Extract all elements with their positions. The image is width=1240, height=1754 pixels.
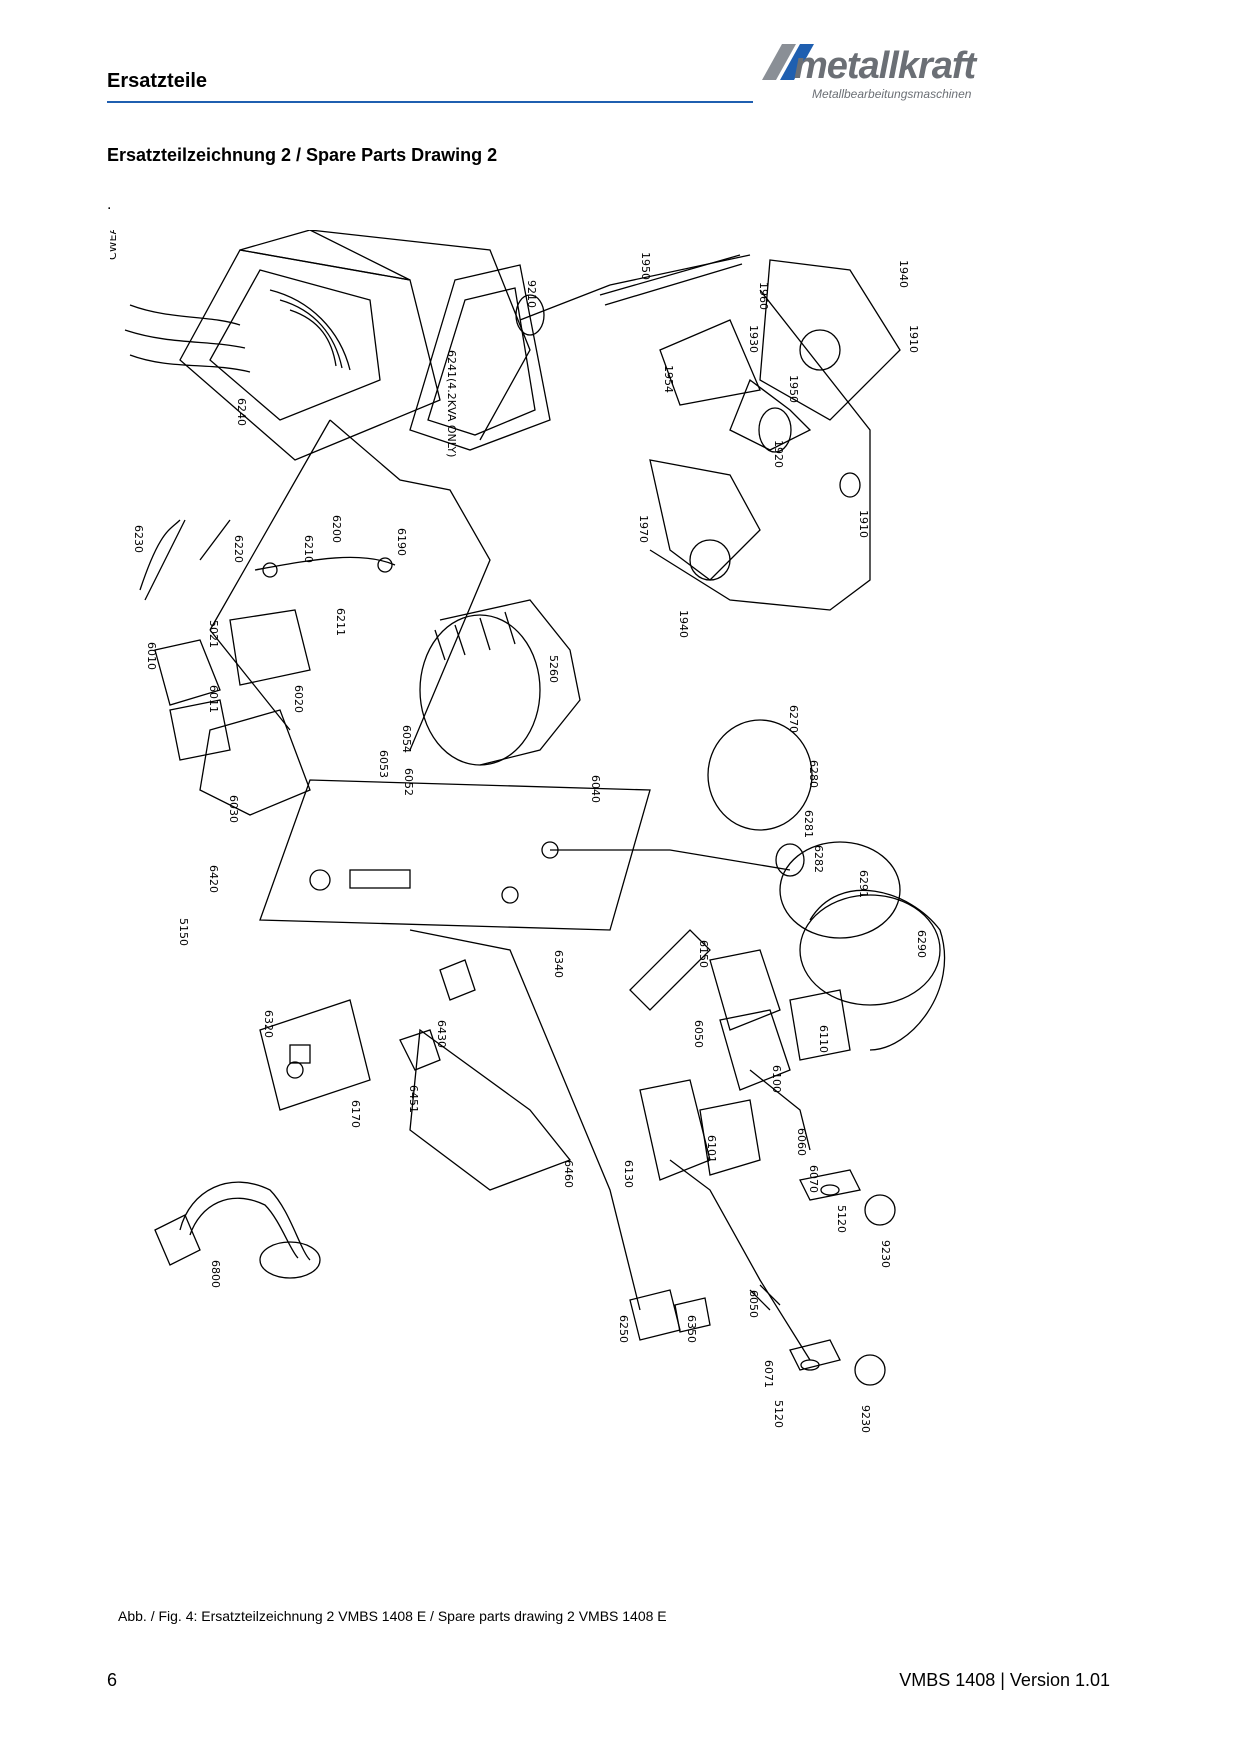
- part-label: 6211: [334, 608, 347, 636]
- part-label: 6060: [795, 1128, 808, 1156]
- svg-text:Metallbearbeitungsmaschinen: Metallbearbeitungsmaschinen: [812, 87, 972, 101]
- part-label: 1930: [747, 325, 760, 353]
- part-label: 6240: [235, 398, 248, 426]
- metallkraft-logo: metallkraft Metallbearbeitungsmaschinen: [762, 44, 979, 101]
- part-label: 6070: [807, 1165, 820, 1193]
- drawing-linework: [124, 230, 946, 1386]
- part-label: 1950: [639, 252, 652, 280]
- part-label: 9230: [859, 1405, 872, 1433]
- part-label: 1940: [897, 260, 910, 288]
- part-label: 6230: [132, 525, 145, 553]
- part-label: 6800: [209, 1260, 222, 1288]
- part-label: 6241(4.2KVA ONLY): [445, 350, 458, 457]
- part-label: 5150: [177, 918, 190, 946]
- part-label: 6071: [762, 1360, 775, 1388]
- part-label: 6030: [227, 795, 240, 823]
- part-label: 5021: [207, 620, 220, 648]
- section-heading: Ersatzteilzeichnung 2 / Spare Parts Draw…: [107, 145, 498, 165]
- header-rule: [107, 101, 753, 103]
- part-label: 1970: [637, 515, 650, 543]
- part-label: 1920: [772, 440, 785, 468]
- part-label: 1940: [677, 610, 690, 638]
- part-label: 6054: [400, 725, 413, 753]
- part-label: 6050: [692, 1020, 705, 1048]
- logo-mark: [762, 44, 814, 80]
- part-label: 6052: [402, 768, 415, 796]
- part-label: 6170: [349, 1100, 362, 1128]
- stray-mark: .: [107, 196, 112, 213]
- part-label: 6290: [915, 930, 928, 958]
- svg-text:metallkraft: metallkraft: [794, 45, 978, 87]
- part-label: 6430: [435, 1020, 448, 1048]
- part-label: 6190: [395, 528, 408, 556]
- part-label: 9230: [879, 1240, 892, 1268]
- part-label: 6011: [207, 685, 220, 713]
- part-label: 6280: [807, 760, 820, 788]
- part-label: 6460: [562, 1160, 575, 1188]
- part-label: 6340: [552, 950, 565, 978]
- part-label: 5260: [547, 655, 560, 683]
- part-label: 5120: [772, 1400, 785, 1428]
- part-label: 6110: [817, 1025, 830, 1053]
- part-label: CWEA-CE2: [110, 230, 119, 260]
- part-labels: CWEA-CE2 6240 6241(4.2KVA ONLY) 9210 195…: [110, 230, 928, 1433]
- part-label: 1910: [907, 325, 920, 353]
- part-label: 6010: [145, 642, 158, 670]
- part-label: 6320: [262, 1010, 275, 1038]
- part-label: 9210: [525, 280, 538, 308]
- part-label: 1954: [662, 365, 675, 393]
- part-label: 6220: [232, 535, 245, 563]
- part-label: 1910: [857, 510, 870, 538]
- page-header-title: Ersatzteile: [107, 70, 208, 92]
- part-label: 6101: [705, 1135, 718, 1163]
- part-label: 6420: [207, 865, 220, 893]
- figure-caption: Abb. / Fig. 4: Ersatzteilzeichnung 2 VMB…: [118, 1608, 667, 1624]
- part-label: 6250: [617, 1315, 630, 1343]
- part-label: 6451: [407, 1085, 420, 1113]
- part-label: 5120: [835, 1205, 848, 1233]
- part-label: 6040: [589, 775, 602, 803]
- part-label: 6270: [787, 705, 800, 733]
- part-label: 6200: [330, 515, 343, 543]
- part-label: 6210: [302, 535, 315, 563]
- part-label: 6282: [812, 845, 825, 873]
- part-label: 6100: [770, 1065, 783, 1093]
- part-label: 6291: [857, 870, 870, 898]
- part-label: 6150: [697, 940, 710, 968]
- part-label: 1950: [787, 375, 800, 403]
- part-label: 6020: [292, 685, 305, 713]
- part-label: 1960: [757, 282, 770, 310]
- document-version: VMBS 1408 | Version 1.01: [899, 1670, 1110, 1690]
- part-label: 6053: [377, 750, 390, 778]
- spare-parts-drawing: CWEA-CE2 6240 6241(4.2KVA ONLY) 9210 195…: [110, 230, 946, 1433]
- part-label: 6050: [747, 1290, 760, 1318]
- part-label: 6281: [802, 810, 815, 838]
- part-label: 6130: [622, 1160, 635, 1188]
- page-number: 6: [107, 1670, 118, 1690]
- part-label: 6350: [685, 1315, 698, 1343]
